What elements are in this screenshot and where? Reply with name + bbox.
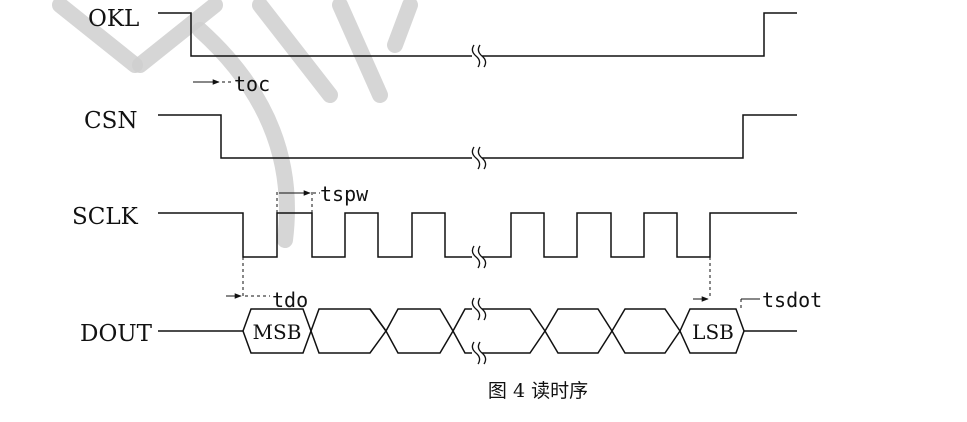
tspw-label: tspw: [320, 182, 369, 206]
okl-waveform: [158, 12, 797, 57]
dout-label: DOUT: [80, 321, 153, 347]
csn-label: CSN: [84, 108, 137, 134]
toc-label: toc: [234, 72, 270, 96]
tsdot-label: tsdot: [762, 288, 822, 312]
dout-waveform: [158, 308, 797, 354]
lsb-label: LSB: [692, 320, 734, 344]
tsdot-dimension: [693, 257, 760, 311]
break-markers: [471, 44, 487, 365]
tdo-dimension: [226, 257, 270, 299]
tdo-label: tdo: [272, 288, 308, 312]
msb-label: MSB: [253, 320, 302, 344]
tspw-dimension: [276, 190, 320, 213]
okl-label: OKL: [88, 6, 139, 32]
csn-waveform: [158, 114, 797, 159]
watermark: [52, 0, 418, 248]
figure-caption: 图 4 读时序: [488, 380, 588, 402]
sclk-waveform: [158, 212, 797, 258]
sclk-label: SCLK: [72, 204, 139, 230]
